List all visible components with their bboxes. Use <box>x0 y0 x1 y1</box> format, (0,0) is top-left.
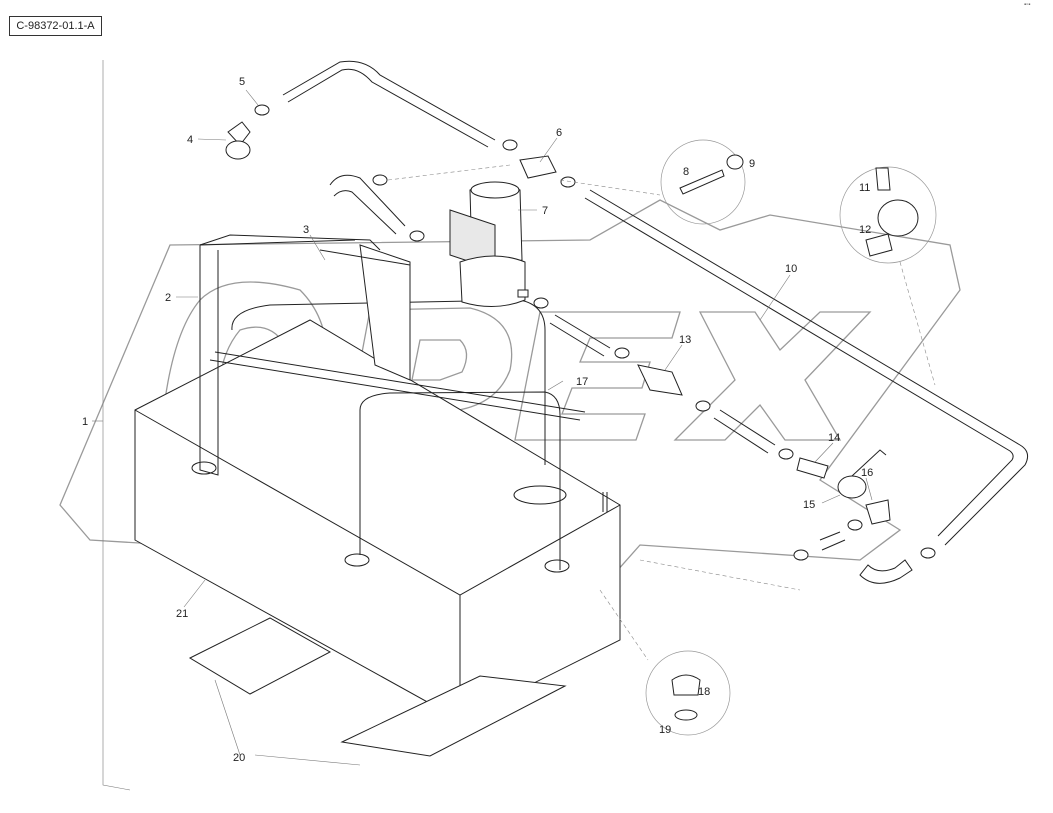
motor-pump <box>449 181 529 308</box>
callout-21: 21 <box>176 608 188 620</box>
callout-6: 6 <box>556 127 562 139</box>
callout-10: 10 <box>785 263 797 275</box>
callout-11: 11 <box>859 182 870 194</box>
hose-segment-b <box>713 409 776 454</box>
detail-bolt-washer-8-9 <box>660 139 746 225</box>
tank-pads <box>188 617 567 757</box>
callout-19: 19 <box>659 724 671 736</box>
tee-fitting <box>519 155 557 179</box>
left-hose <box>329 174 406 235</box>
drawing-reference-label: C-98372-01.1-A <box>9 16 102 36</box>
elbow-16 <box>865 499 891 525</box>
mounting-plate <box>319 244 411 381</box>
adapter-fitting <box>796 457 829 479</box>
callout-14: 14 <box>828 432 840 444</box>
callout-13: 13 <box>679 334 691 346</box>
hose-clamps <box>372 139 936 561</box>
callout-2: 2 <box>165 292 171 304</box>
lower-elbow-hose <box>859 559 913 584</box>
callout-12: 12 <box>859 224 871 236</box>
callout-3: 3 <box>303 224 309 236</box>
callout-20: 20 <box>233 752 245 764</box>
callout-4: 4 <box>187 134 193 146</box>
callout-18: 18 <box>698 686 710 698</box>
check-valve <box>637 364 683 396</box>
detail-plug-washer-18-19 <box>645 650 731 736</box>
callout-9: 9 <box>749 158 755 170</box>
hose-clamp-5 <box>254 104 270 116</box>
elbow-fitting <box>225 121 251 160</box>
hose-segment-a <box>549 314 611 357</box>
ball-valve <box>837 449 887 499</box>
upper-hose <box>282 60 496 148</box>
small-logo-icon: ▪▫▪ <box>1024 2 1031 8</box>
return-tube <box>584 189 1029 546</box>
callout-8: 8 <box>683 166 689 178</box>
cross-tube <box>209 351 586 421</box>
callout-5: 5 <box>239 76 245 88</box>
callout-1: 1 <box>82 416 88 428</box>
callout-7: 7 <box>542 205 548 217</box>
callout-17: 17 <box>576 376 588 388</box>
detail-bolt-clamp-11-12 <box>839 166 937 264</box>
hydraulic-tank <box>134 319 621 721</box>
callout-15: 15 <box>803 499 815 511</box>
callout-16: 16 <box>861 467 873 479</box>
hose-segment-c <box>819 531 846 551</box>
